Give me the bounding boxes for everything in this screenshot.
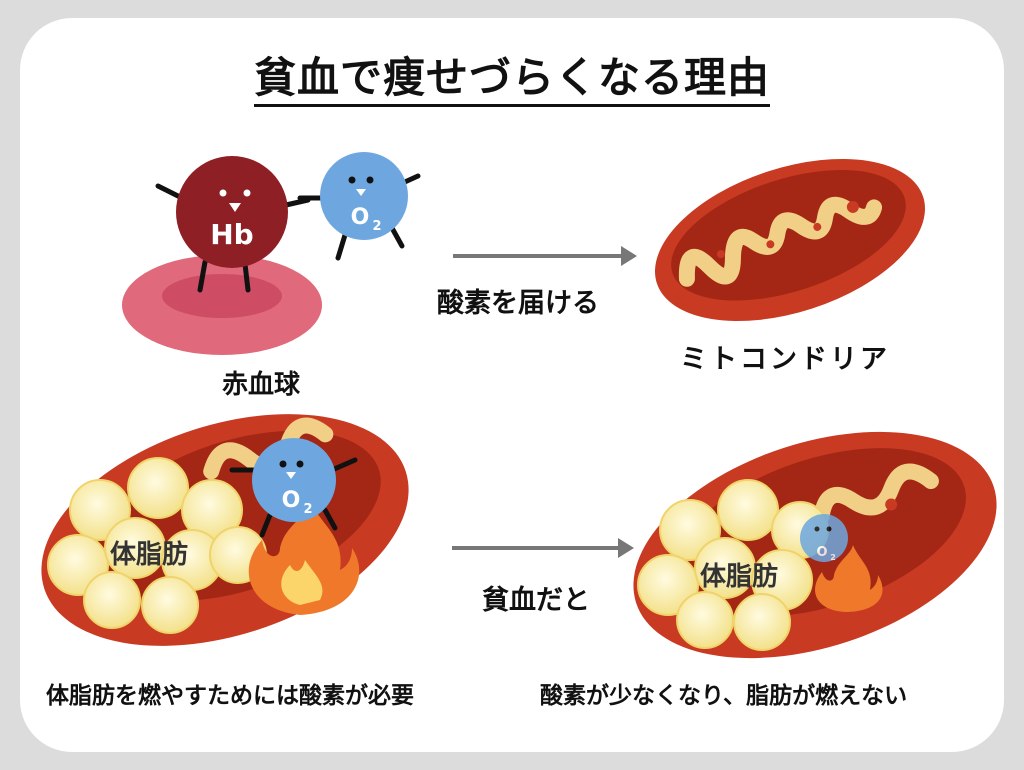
deliver-oxygen-label: 酸素を届ける (437, 288, 599, 319)
svg-text:O: O (816, 545, 827, 560)
svg-text:2: 2 (303, 502, 312, 517)
svg-text:2: 2 (372, 219, 381, 234)
caption-right: 酸素が少なくなり、脂肪が燃えない (540, 683, 908, 709)
arrow-right-icon (452, 538, 634, 558)
flame-icon (815, 545, 883, 612)
body-fat-label-left: 体脂肪 (110, 540, 189, 570)
mitochondria-label: ミトコンドリア (680, 344, 890, 375)
red-blood-cell-icon (122, 255, 322, 355)
red-blood-cell-label: 赤血球 (222, 370, 301, 400)
oxygen-character-icon: O 2 (297, 152, 421, 261)
fat-cells-icon (637, 479, 829, 651)
flame-icon (248, 500, 360, 615)
hemoglobin-character-icon: Hb (155, 156, 311, 293)
oxygen-character-icon: O 2 (229, 438, 358, 538)
mitochondria-icon (655, 159, 925, 321)
svg-text:O: O (282, 488, 301, 513)
svg-text:O: O (351, 205, 370, 230)
fat-cells-icon (47, 457, 267, 634)
page-title: 貧血で痩せづらくなる理由 (0, 44, 1024, 107)
arrow-right-icon (453, 246, 637, 266)
body-fat-label-right: 体脂肪 (700, 562, 779, 592)
caption-left: 体脂肪を燃やすためには酸素が必要 (46, 683, 414, 709)
svg-text:2: 2 (830, 553, 836, 562)
oxygen-character-icon: O 2 (800, 514, 848, 562)
hemoglobin-text: Hb (210, 218, 253, 251)
anemia-label: 貧血だと (482, 585, 590, 616)
